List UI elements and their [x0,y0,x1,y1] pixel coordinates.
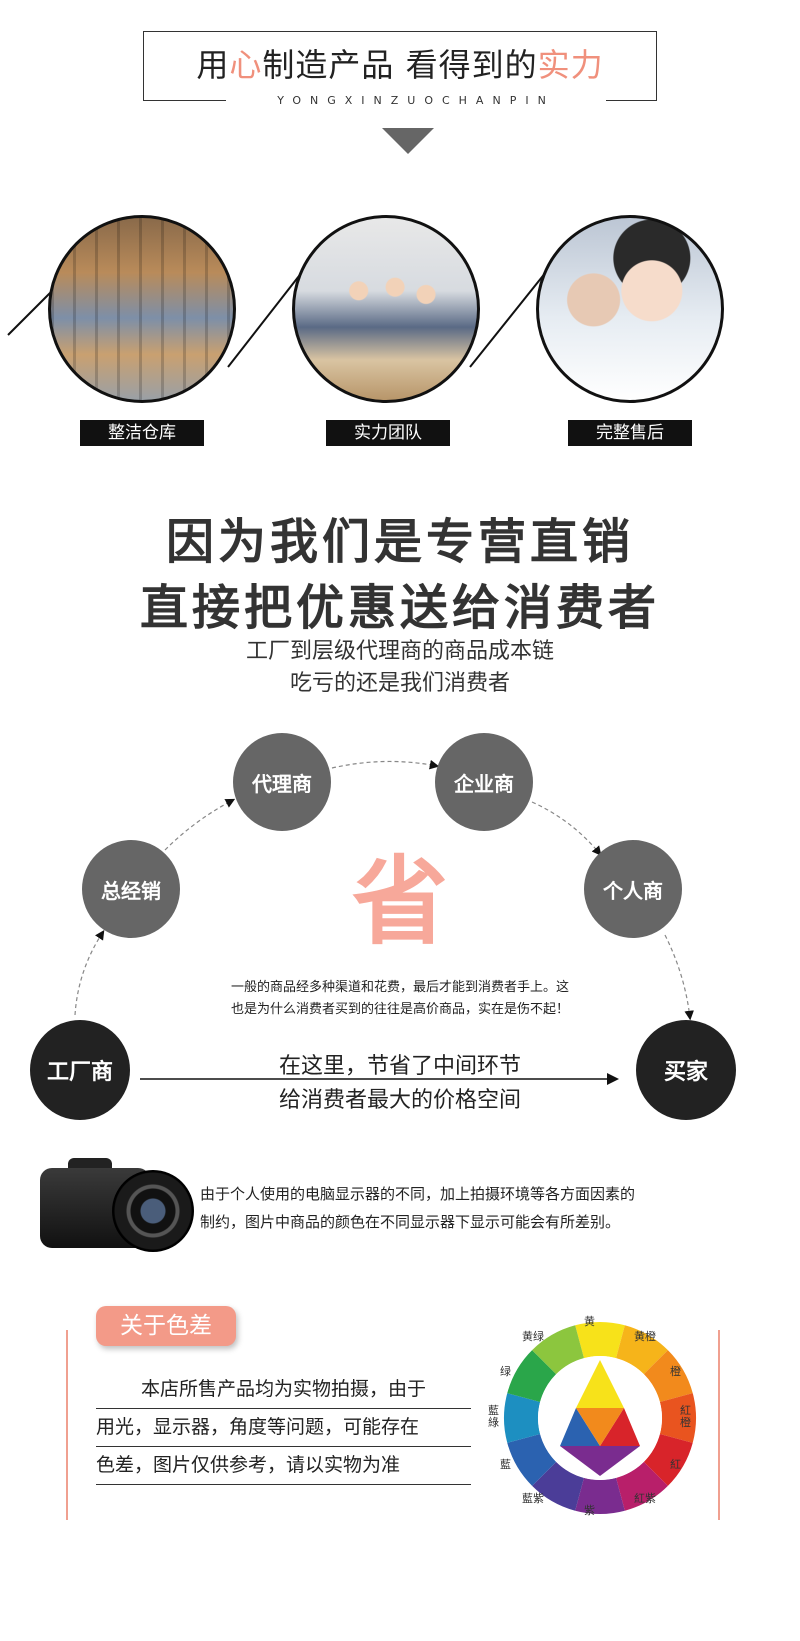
node-general-distributor: 总经销 [82,840,180,938]
wheel-label-bottom-left: 藍紫 [522,1492,544,1505]
wheel-label-top-right: 黄橙 [634,1330,656,1343]
node-agent: 代理商 [233,733,331,831]
color-diff-title: 关于色差 [96,1306,236,1346]
wheel-segment [643,1350,693,1402]
color-diff-line-1: 本店所售产品均为实物拍摄，由于 [96,1370,471,1409]
node-factory: 工厂商 [30,1020,130,1120]
color-wheel [500,1318,700,1518]
right-divider [718,1330,720,1520]
wheel-segment [659,1393,696,1443]
flow-mid-line-2: 给消费者最大的价格空间 [278,1088,521,1113]
wheel-triangle [600,1408,640,1446]
node-buyer: 买家 [636,1020,736,1120]
service-photo [536,215,724,403]
wheel-segment [643,1434,693,1486]
node-enterprise: 企业商 [435,733,533,831]
wheel-segment [507,1434,557,1486]
wheel-label-right-3: 紅 [670,1458,681,1471]
node-individual: 个人商 [584,840,682,938]
color-diff-line-2: 用光，显示器，角度等问题，可能存在 [96,1408,471,1447]
left-divider [66,1330,68,1520]
wheel-segment [616,1461,668,1511]
down-triangle-icon [382,128,434,154]
wheel-segment [575,1322,625,1359]
headline-line-1: 因为我们是专营直销 [165,514,634,570]
wheel-triangle [576,1408,624,1446]
wheel-segment [507,1350,557,1402]
wheel-triangle [560,1446,640,1476]
wheel-label-bottom-right: 紅紫 [634,1492,656,1505]
color-wheel-graphic [504,1322,696,1514]
wheel-segment [504,1393,541,1443]
wheel-triangle [560,1408,600,1446]
save-character: 省 [352,846,448,958]
wheel-label-left-1: 绿 [500,1365,511,1378]
wheel-label-top-left: 黄绿 [522,1330,544,1343]
wheel-segment [532,1325,584,1375]
warehouse-photo [48,215,236,403]
wheel-segment [616,1325,668,1375]
headline-sub-2: 吃亏的还是我们消费者 [289,671,510,696]
wheel-triangle [576,1360,624,1408]
feature-label-service: 完整售后 [568,420,692,446]
wheel-label-left-2: 藍綠 [488,1404,499,1429]
wheel-label-right-2: 紅橙 [680,1404,691,1429]
feature-label-warehouse: 整洁仓库 [80,420,204,446]
camera-note: 由于个人使用的电脑显示器的不同，加上拍摄环境等各方面因素的 制约，图片中商品的颜… [200,1185,636,1231]
page-title: 用心制造产品 看得到的实力 [196,46,604,84]
wheel-label-right-1: 橙 [670,1365,681,1378]
flow-mid-line-1: 在这里，节省了中间环节 [278,1054,521,1079]
headline-line-2: 直接把优惠送给消费者 [139,580,660,636]
wheel-segment [532,1461,584,1511]
flow-arrows [74,759,694,1085]
team-photo [292,215,480,403]
camera-lens [112,1170,194,1252]
wheel-segment [575,1477,625,1514]
color-diff-line-3: 色差，图片仅供参考，请以实物为准 [96,1446,471,1485]
headline-sub-1: 工厂到层级代理商的商品成本链 [245,639,554,664]
page-subtitle: YONGXINZUOCHANPIN [226,94,606,108]
wheel-label-left-3: 藍 [500,1458,511,1471]
feature-label-team: 实力团队 [326,420,450,446]
wheel-label-top: 黄 [584,1315,595,1328]
flow-note: 一般的商品经多种渠道和花费，最后才能到消费者手上。这 也是为什么消费者买到的往往… [230,980,569,1017]
wheel-label-bottom: 紫 [584,1504,595,1517]
